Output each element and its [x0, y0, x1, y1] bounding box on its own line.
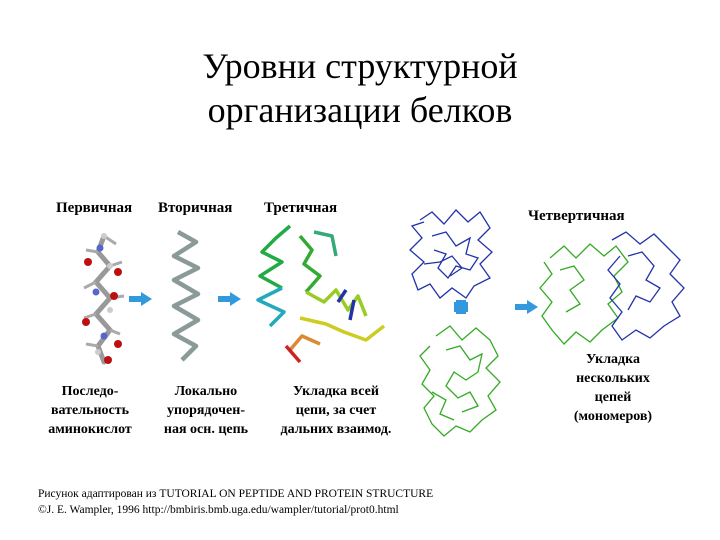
monomer-green	[419, 325, 501, 437]
primary-description: Последо- вательность аминокислот	[28, 382, 152, 439]
primary-desc-line: вательность	[50, 403, 130, 418]
page-title: Уровни структурной организации белков	[0, 44, 720, 132]
caption-line-2: ©J. E. Wampler, 1996 http://bmbiris.bmb.…	[38, 504, 399, 516]
secondary-desc-line: ная осн. цепь	[163, 422, 249, 437]
arrow-to-quaternary	[515, 300, 538, 314]
tertiary-label: Третичная	[264, 200, 338, 216]
plus-icon	[454, 300, 468, 314]
title-line-1: Уровни структурной	[202, 46, 518, 86]
tertiary-structure-fold	[256, 224, 386, 364]
title-line-2: организации белков	[207, 90, 513, 130]
caption-tutorial-title: TUTORIAL ON PEPTIDE AND PROTEIN STRUCTUR…	[159, 488, 434, 500]
secondary-label: Вторичная	[158, 200, 233, 216]
secondary-description: Локально упорядочен- ная осн. цепь	[150, 382, 262, 439]
tertiary-desc-line: дальних взаимод.	[280, 422, 392, 437]
arrow-secondary-to-tertiary	[218, 292, 241, 306]
secondary-desc-line: упорядочен-	[167, 403, 245, 418]
monomer-blue	[409, 209, 493, 299]
quaternary-desc-line: Укладка	[586, 352, 640, 367]
primary-desc-line: аминокислот	[48, 422, 132, 437]
primary-structure-model	[82, 233, 125, 365]
quaternary-description: Укладка нескольких цепей (мономеров)	[548, 350, 678, 426]
quaternary-desc-line: цепей	[594, 390, 632, 405]
tertiary-desc-line: Укладка всей	[293, 384, 379, 399]
caption-prefix: Рисунок адаптирован из	[38, 488, 157, 500]
secondary-structure-helix	[171, 230, 201, 362]
primary-desc-line: Последо-	[61, 384, 119, 399]
quaternary-desc-line: нескольких	[576, 371, 650, 386]
primary-label: Первичная	[56, 200, 133, 216]
caption-line-1: Рисунок адаптирован из TUTORIAL ON PEPTI…	[38, 486, 433, 502]
tertiary-description: Укладка всей цепи, за счет дальних взаим…	[262, 382, 410, 439]
quaternary-label: Четвертичная	[528, 208, 625, 224]
figure-caption: Рисунок адаптирован из TUTORIAL ON PEPTI…	[38, 486, 433, 518]
secondary-desc-line: Локально	[174, 384, 238, 399]
quaternary-assembly	[539, 231, 685, 345]
arrow-primary-to-secondary	[129, 292, 152, 306]
quaternary-desc-line: (мономеров)	[573, 409, 653, 424]
tertiary-desc-line: цепи, за счет	[295, 403, 377, 418]
